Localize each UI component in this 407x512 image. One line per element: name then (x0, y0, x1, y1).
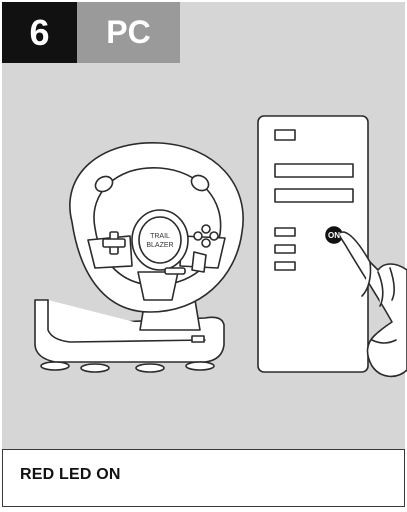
steering-wheel-illustration (35, 143, 243, 372)
caption-text: RED LED ON (20, 460, 121, 490)
wheel-logo-line2: BLAZER (146, 242, 173, 249)
caption-divider (2, 449, 405, 450)
power-button-label: ON (328, 231, 340, 240)
setup-illustration: ON TRAIL BLAZER (0, 0, 407, 450)
wheel-logo-line1: TRAIL (150, 233, 170, 240)
